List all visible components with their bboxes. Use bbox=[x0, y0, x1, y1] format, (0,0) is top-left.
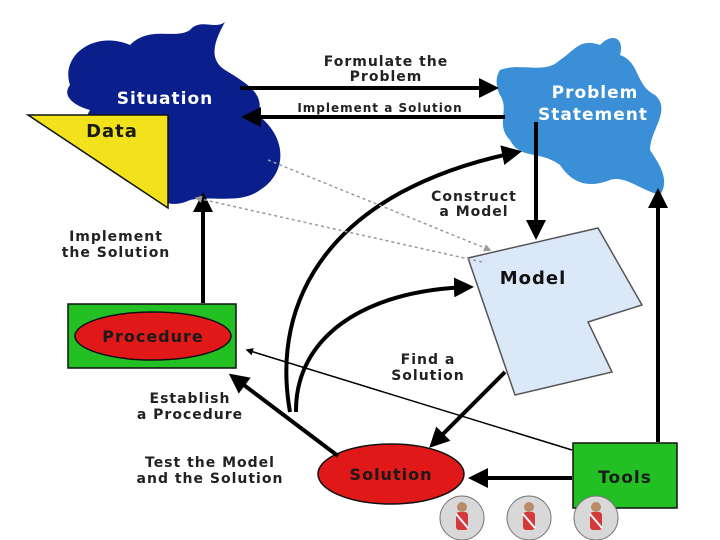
label-establish-2: a Procedure bbox=[137, 407, 243, 423]
label-test-2: and the Solution bbox=[137, 471, 284, 487]
label-construct-2: a Model bbox=[439, 204, 508, 220]
solution-oval bbox=[317, 443, 465, 505]
solution-label: Solution bbox=[350, 465, 433, 484]
label-implement-a-solution: Implement a Solution bbox=[297, 101, 462, 115]
problem-statement-blob bbox=[496, 37, 665, 195]
label-construct-1: Construct bbox=[431, 189, 517, 205]
label-implement-the-2: the Solution bbox=[62, 245, 171, 261]
person-icon bbox=[506, 495, 552, 540]
person-icon bbox=[573, 495, 619, 540]
model-label: Model bbox=[500, 268, 567, 289]
person-icon bbox=[439, 495, 485, 540]
situation-blob bbox=[67, 22, 281, 204]
arrow-establish-procedure bbox=[228, 373, 340, 458]
tools-label: Tools bbox=[598, 468, 652, 488]
procedure-label: Procedure bbox=[102, 327, 204, 346]
data-label: Data bbox=[86, 121, 138, 142]
label-find-2: Solution bbox=[391, 368, 465, 384]
problem-statement-label-1: Problem bbox=[552, 83, 639, 103]
procedure-oval bbox=[74, 311, 232, 361]
label-formulate-2: Problem bbox=[350, 69, 423, 85]
arrow-find-solution bbox=[429, 370, 507, 448]
arrow-curve-to-model bbox=[293, 277, 474, 413]
arrow-curve-to-problem bbox=[284, 145, 522, 413]
dotted-arrow-situation-model bbox=[267, 159, 492, 252]
data-triangle bbox=[25, 114, 169, 210]
label-establish-1: Establish bbox=[150, 391, 231, 407]
label-formulate-1: Formulate the bbox=[324, 54, 449, 70]
arrow-tools-to-procedure bbox=[245, 348, 573, 451]
label-test-1: Test the Model bbox=[145, 455, 275, 471]
dotted-arrow-model-situation bbox=[194, 195, 483, 263]
situation-label: Situation bbox=[117, 89, 214, 109]
label-implement-the-1: Implement bbox=[69, 229, 163, 245]
model-shape bbox=[467, 227, 644, 396]
label-find-1: Find a bbox=[401, 352, 456, 368]
problem-statement-label-2: Statement bbox=[538, 105, 648, 125]
